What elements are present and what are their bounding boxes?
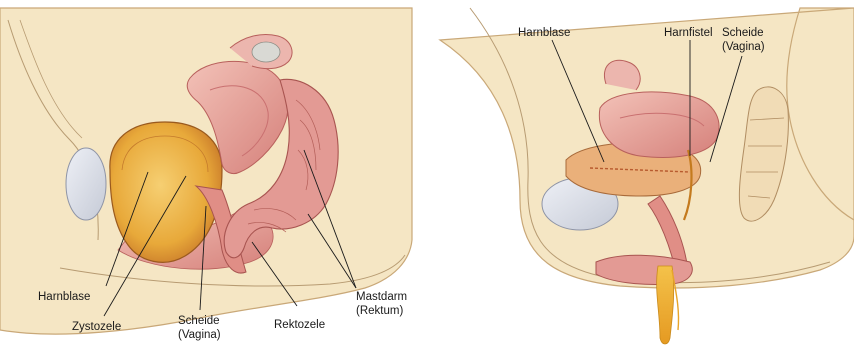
label-rektozele: Rektozele — [274, 318, 325, 332]
label-scheide-left-line1: Scheide — [178, 314, 221, 328]
label-mastdarm-line1: Mastdarm — [356, 290, 407, 304]
label-scheide-right-line2: (Vagina) — [722, 40, 765, 54]
right-panel-illustration — [440, 8, 854, 344]
left-pubic-bone — [66, 148, 106, 220]
label-zystozele: Zystozele — [72, 320, 121, 334]
right-uterus — [599, 92, 719, 157]
label-mastdarm-line2: (Rektum) — [356, 304, 407, 318]
left-panel-illustration — [0, 8, 412, 334]
label-harnblase-right: Harnblase — [518, 26, 570, 40]
label-scheide-left: Scheide (Vagina) — [178, 314, 221, 342]
right-urine-leak — [657, 266, 674, 344]
label-scheide-right: Scheide (Vagina) — [722, 26, 765, 54]
label-harnfistel: Harnfistel — [664, 26, 713, 40]
label-scheide-right-line1: Scheide — [722, 26, 765, 40]
label-mastdarm: Mastdarm (Rektum) — [356, 290, 407, 318]
label-harnblase-left: Harnblase — [38, 290, 90, 304]
label-scheide-left-line2: (Vagina) — [178, 328, 221, 342]
